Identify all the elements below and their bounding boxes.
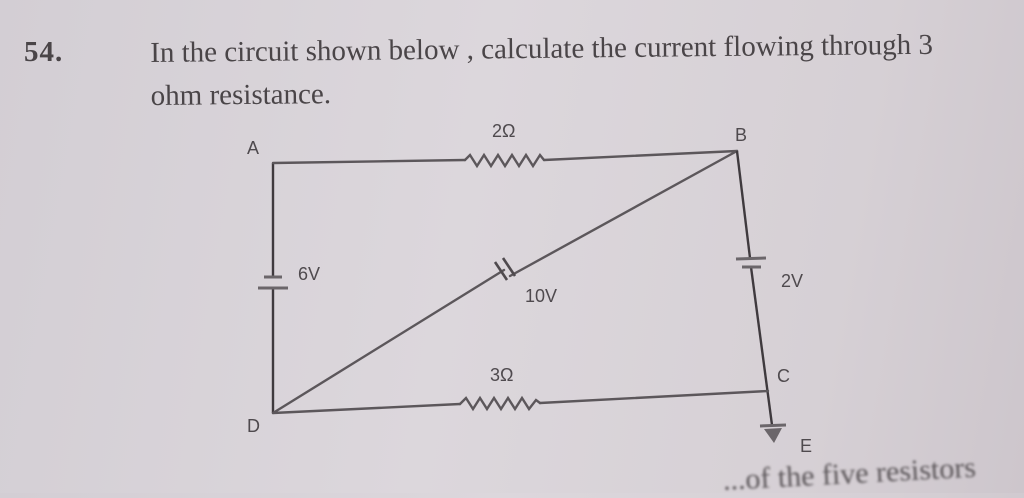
node-label-d: D [247,416,260,436]
diagonal-branch-wire [271,149,739,415]
node-label-c: C [777,366,790,386]
resistor-2ohm-label: 2Ω [492,121,515,141]
node-label-e: E [800,436,812,456]
ground-icon [759,423,787,443]
battery-2v-label: 2V [781,271,803,291]
battery-10v-icon [493,257,517,281]
resistor-3ohm-label: 3Ω [490,365,513,385]
node-label-b: B [735,125,747,145]
right-branch-wire [735,150,774,426]
node-label-a: A [247,138,259,158]
question-number: 54. [24,36,64,68]
battery-10v-label: 10V [525,286,557,306]
battery-2v-icon [735,256,767,269]
bottom-branch-wire [271,389,770,415]
battery-6v-label: 6V [298,264,320,284]
battery-6v-icon [258,275,288,290]
top-branch-wire [271,149,739,169]
